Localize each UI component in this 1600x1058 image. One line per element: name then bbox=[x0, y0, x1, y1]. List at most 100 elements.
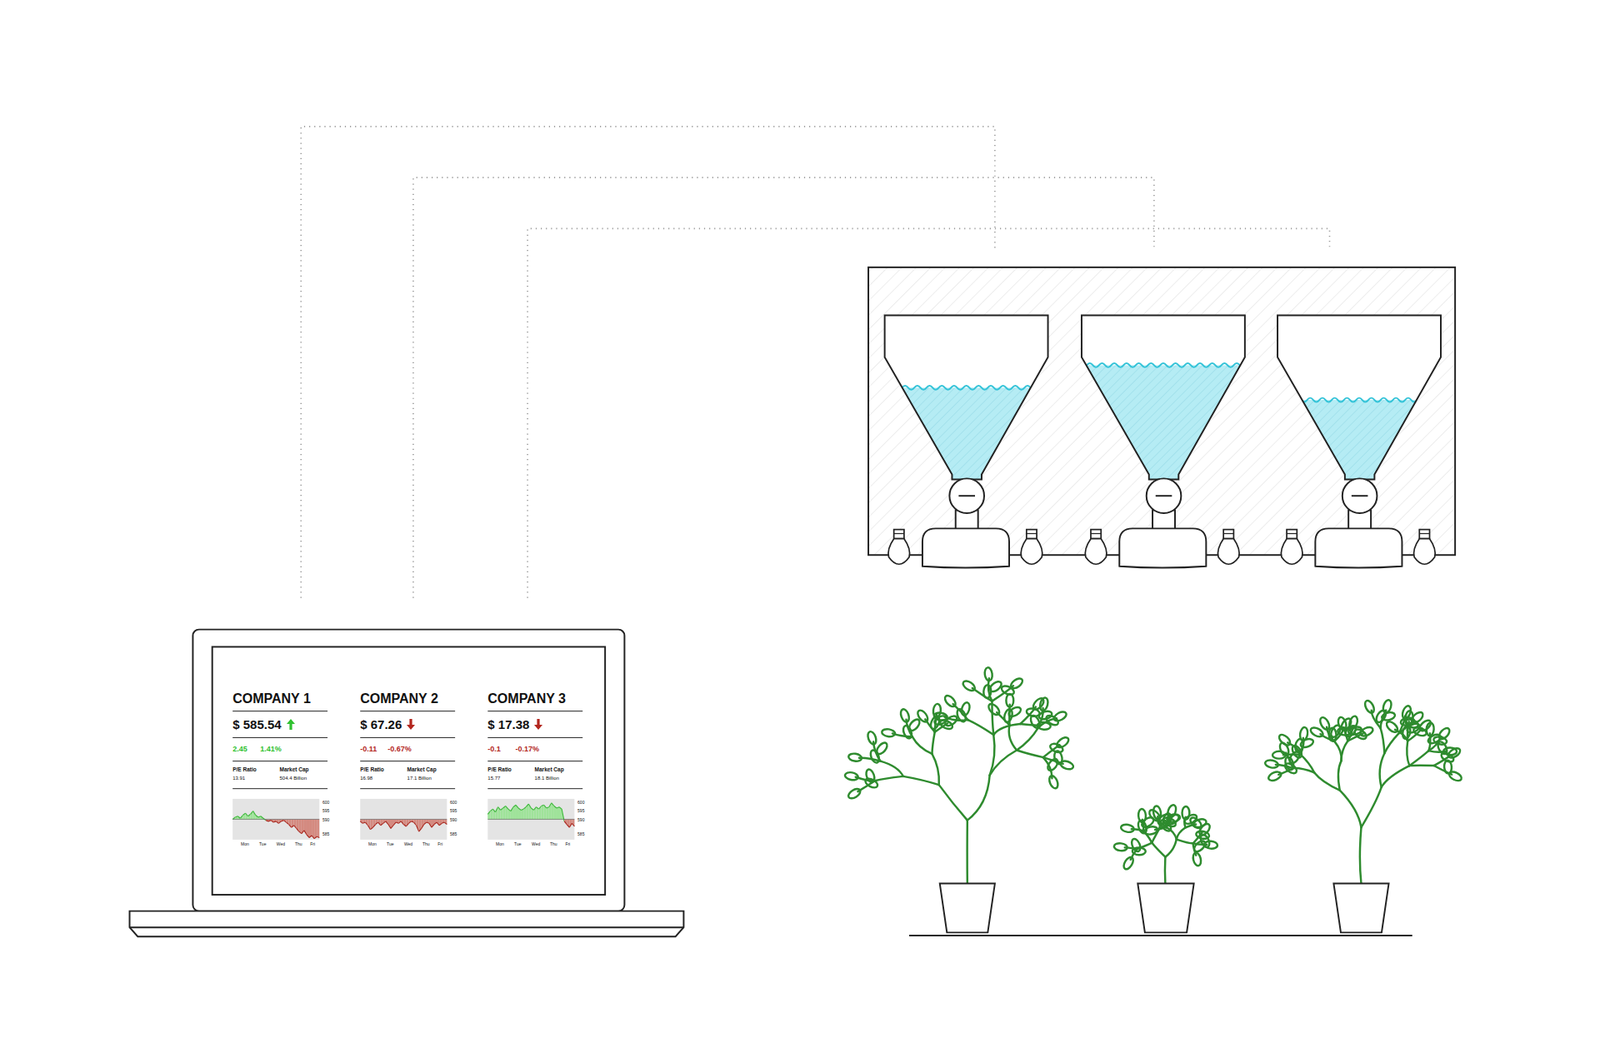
leaf bbox=[1272, 751, 1286, 760]
field-name: P/E Ratio bbox=[232, 767, 257, 774]
rule bbox=[487, 788, 583, 790]
day-label: Thu bbox=[295, 842, 303, 847]
price-change: -0.11 bbox=[360, 745, 377, 754]
chart-line bbox=[564, 821, 567, 825]
down-arrow bbox=[405, 718, 416, 731]
chart-area bbox=[498, 807, 501, 820]
leaf bbox=[1318, 715, 1331, 731]
leaf bbox=[1425, 722, 1435, 737]
chart-line bbox=[362, 822, 365, 824]
chart-line bbox=[414, 822, 417, 826]
chart-line bbox=[429, 823, 432, 828]
stem bbox=[1151, 843, 1165, 858]
stem bbox=[1380, 728, 1385, 754]
chart-line bbox=[291, 825, 295, 828]
stem bbox=[991, 701, 994, 735]
stem bbox=[931, 732, 935, 755]
chart-line bbox=[400, 821, 404, 825]
chart-line bbox=[559, 807, 562, 810]
price-change: 2.45 bbox=[232, 745, 248, 754]
chart-line bbox=[311, 835, 315, 840]
chart-line bbox=[242, 813, 245, 815]
day-label: Tue bbox=[386, 842, 394, 847]
axis-value: 585 bbox=[322, 832, 330, 837]
chart-baseline bbox=[487, 819, 575, 820]
leaf bbox=[1385, 720, 1400, 735]
chart-area bbox=[268, 819, 271, 821]
axis-value: 595 bbox=[450, 809, 457, 814]
chart-line bbox=[268, 820, 271, 822]
leaf bbox=[899, 708, 911, 724]
chart-line bbox=[265, 820, 269, 822]
leaf bbox=[943, 694, 958, 710]
chart-area bbox=[424, 819, 427, 825]
chart-area bbox=[444, 819, 447, 825]
chart-line bbox=[487, 811, 490, 815]
stem bbox=[1406, 740, 1410, 766]
chart-line bbox=[245, 813, 248, 817]
chart-line bbox=[436, 822, 440, 826]
stem bbox=[1164, 857, 1167, 885]
chart-line bbox=[546, 807, 550, 809]
stem bbox=[965, 820, 969, 885]
data-wire bbox=[300, 126, 1330, 599]
chart-line bbox=[378, 822, 381, 826]
leaf bbox=[1405, 710, 1414, 725]
chart-line bbox=[541, 805, 545, 806]
stem bbox=[1384, 733, 1400, 754]
stem bbox=[1409, 750, 1429, 766]
share-price: $ 585.54 bbox=[232, 718, 281, 731]
day-label: Mon bbox=[495, 842, 505, 847]
stem bbox=[939, 785, 968, 820]
chart-area bbox=[495, 807, 498, 820]
chart-line bbox=[492, 809, 495, 813]
leaf bbox=[865, 768, 876, 784]
leaf bbox=[915, 709, 930, 725]
water bbox=[1270, 398, 1454, 523]
chart-line bbox=[253, 811, 256, 816]
field-value: 504.4 Billion bbox=[280, 775, 308, 781]
leaf bbox=[988, 680, 1004, 695]
chart-area bbox=[429, 819, 432, 828]
chart-line bbox=[439, 823, 442, 825]
chart-area bbox=[564, 819, 567, 825]
chart-area bbox=[490, 809, 493, 820]
chart-area bbox=[559, 807, 562, 820]
chart-area bbox=[405, 819, 409, 827]
chart-area bbox=[520, 809, 524, 820]
leaf bbox=[1052, 710, 1068, 723]
chart-line bbox=[421, 825, 425, 830]
chart-area bbox=[436, 819, 440, 825]
chart-line bbox=[539, 806, 542, 810]
valve-mark bbox=[958, 495, 975, 497]
chart-area bbox=[513, 805, 516, 820]
chart-line bbox=[498, 807, 501, 811]
chart-line bbox=[273, 821, 276, 823]
field-value: 17.1 Billion bbox=[407, 775, 432, 781]
rule bbox=[487, 710, 583, 712]
chart-area bbox=[439, 819, 442, 825]
chart-line bbox=[258, 816, 261, 818]
chart-area bbox=[306, 819, 310, 838]
stem bbox=[1338, 760, 1342, 790]
valve bbox=[1146, 478, 1182, 514]
chart-area bbox=[360, 819, 363, 824]
chart-line bbox=[405, 823, 409, 827]
chart-line bbox=[360, 821, 363, 824]
chart-area bbox=[309, 819, 312, 838]
day-label: Thu bbox=[550, 842, 558, 847]
bulb-glass bbox=[1414, 539, 1436, 565]
chart-line bbox=[367, 825, 370, 830]
leaf bbox=[881, 728, 896, 738]
leaf bbox=[1121, 855, 1135, 871]
chart-area bbox=[403, 819, 406, 827]
leaf bbox=[1191, 852, 1202, 868]
funnel-outline bbox=[1277, 315, 1441, 480]
rule bbox=[360, 737, 455, 739]
chart-area bbox=[503, 806, 506, 820]
chart-area bbox=[525, 804, 529, 820]
chart-area bbox=[492, 809, 495, 820]
chart-line bbox=[523, 807, 526, 810]
leaf bbox=[1113, 842, 1128, 852]
